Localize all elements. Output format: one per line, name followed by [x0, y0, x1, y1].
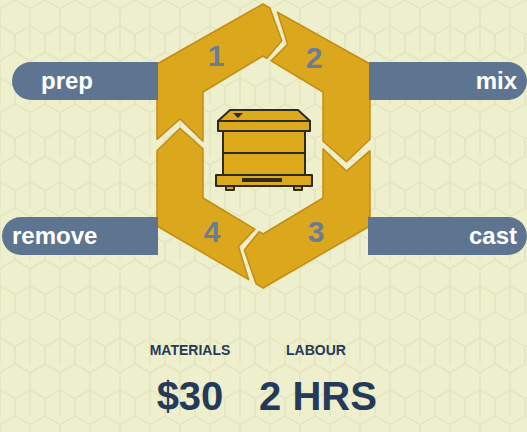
step-label: prep: [41, 69, 93, 93]
step-pill: cast: [368, 217, 527, 255]
time-heading: LABOUR: [286, 343, 346, 357]
cost-value: $30: [157, 376, 224, 416]
step-number: 2: [306, 43, 323, 73]
step-pill: remove: [2, 217, 158, 255]
cycle-ring: [157, 4, 370, 288]
time-value: 2 HRS: [259, 376, 377, 416]
cost-heading: MATERIALS: [150, 343, 231, 357]
step-pill: mix: [369, 62, 527, 100]
step-pill: prep: [12, 62, 158, 100]
step-label: cast: [469, 224, 517, 248]
step-label: remove: [12, 224, 97, 248]
step-label: mix: [476, 69, 517, 93]
beehive-icon: [216, 110, 312, 190]
step-number: 3: [308, 217, 325, 247]
step-number: 1: [208, 41, 225, 71]
step-number: 4: [204, 217, 221, 247]
